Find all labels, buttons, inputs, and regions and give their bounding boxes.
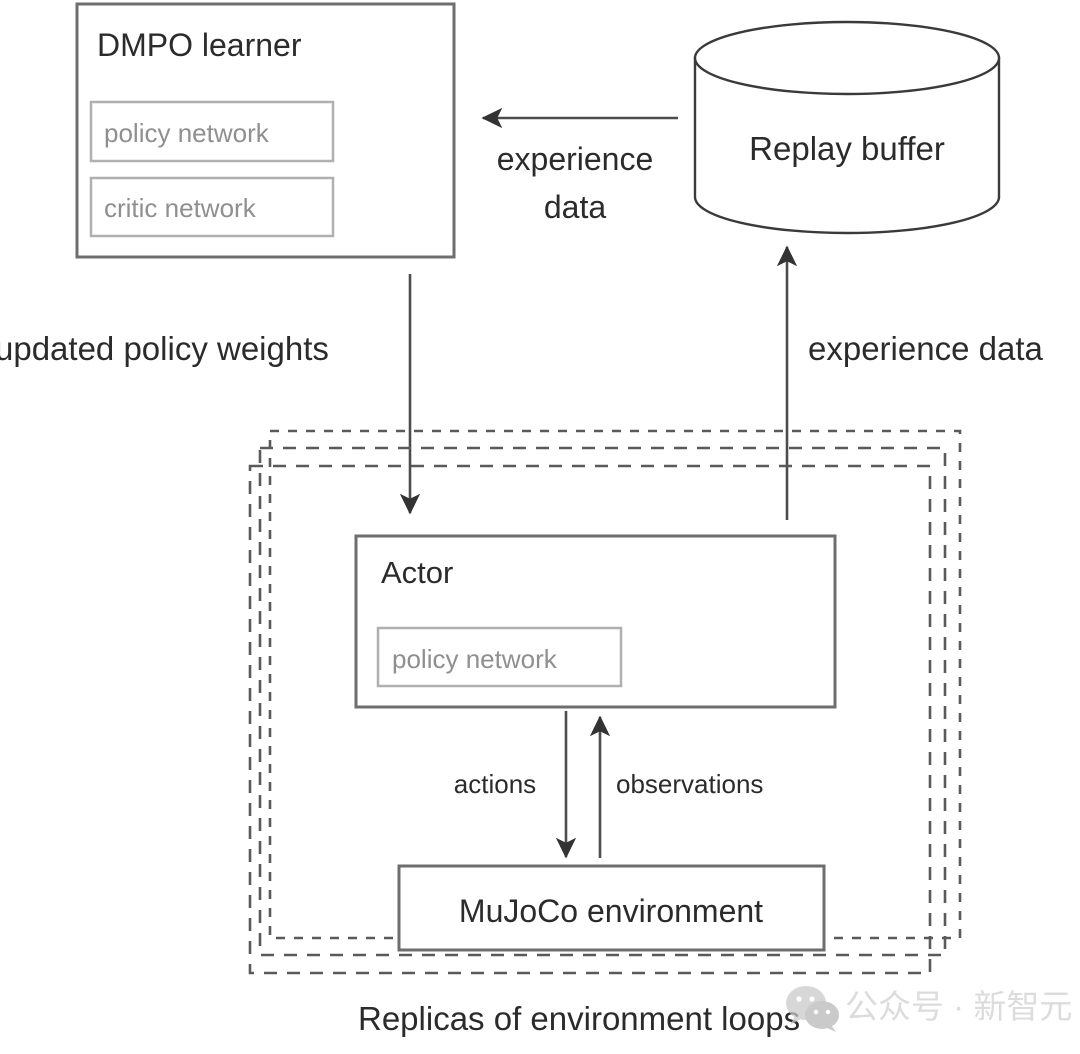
edge-actor-to-env: actions (454, 711, 577, 859)
dmpo-learner-node: DMPO learner policy network critic netwo… (75, 2, 456, 259)
edge-actor-to-buffer: experience data (776, 245, 1043, 520)
watermark: 公众号 · 新智元 (786, 986, 1072, 1032)
replay-buffer-label: Replay buffer (749, 130, 945, 167)
edge-env-to-actor: observations (589, 715, 763, 858)
edge-buffer-to-learner: experience data (481, 107, 678, 225)
replica-box-front (248, 464, 932, 975)
learner-policy-network-label: policy network (104, 118, 270, 148)
actor-to-buffer-label: experience data (808, 330, 1043, 367)
replicas-caption: Replicas of environment loops (358, 1000, 800, 1037)
observations-label: observations (616, 769, 763, 799)
buffer-to-learner-label-line2: data (544, 189, 606, 225)
environment-loop-replicas (248, 429, 962, 975)
edge-learner-to-actor: updated policy weights (0, 274, 421, 515)
wechat-icon (786, 986, 839, 1032)
actor-node: Actor policy network (354, 534, 837, 709)
dmpo-learner-label: DMPO learner (97, 27, 302, 63)
actor-policy-network-label: policy network (392, 644, 558, 674)
actions-label: actions (454, 769, 536, 799)
actor-label: Actor (381, 555, 453, 590)
buffer-to-learner-label-line1: experience (497, 141, 654, 177)
learner-policy-network-box (89, 100, 335, 163)
learner-critic-network-label: critic network (104, 193, 257, 223)
replay-buffer-body (693, 56, 1001, 235)
mujoco-environment-box (397, 864, 826, 952)
replica-box-back (268, 429, 962, 940)
learner-critic-network-box (89, 176, 335, 238)
mujoco-environment-node: MuJoCo environment (397, 864, 826, 952)
watermark-text: 公众号 · 新智元 (845, 988, 1072, 1025)
mujoco-environment-label: MuJoCo environment (459, 893, 763, 929)
replay-buffer-node: Replay buffer (693, 20, 1001, 235)
replay-buffer-top-ellipse (693, 20, 1001, 96)
actor-policy-network-box (376, 626, 623, 688)
learner-to-actor-label: updated policy weights (0, 330, 329, 367)
